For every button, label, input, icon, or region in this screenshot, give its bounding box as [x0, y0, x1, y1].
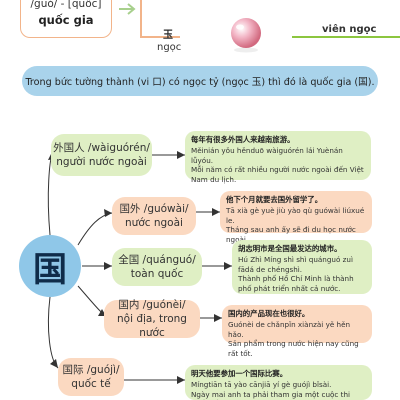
word-node: 外国人 /wàiguórén/ người nước ngoài [51, 134, 152, 176]
example-vietnamese: Sản phẩm trong nước hiện nay cũng rất tố… [228, 339, 359, 359]
divider [140, 0, 142, 36]
example-hanzi: 明天他要参加一个国际比赛。 [191, 369, 288, 378]
example-hanzi: 每年有很多外国人来越南旅游。 [191, 135, 295, 144]
mnemonic-banner: Trong bức tường thành (vi 口) có ngọc tỷ … [22, 66, 378, 96]
word-hanzi-pinyin: 国内 /guónèi/ [118, 298, 186, 311]
card-vietnamese: quốc gia [38, 13, 94, 27]
example-box: 每年有很多外国人来越南旅游。 Měinián yǒu hěnduō wàiguó… [185, 131, 371, 184]
character-card: /guó/ - [quốc] quốc gia [20, 0, 112, 38]
word-node: 国际 /guójì/ quốc tế [58, 358, 124, 396]
word-meaning: nội địa, trong nước [117, 312, 187, 340]
example-pinyin: Guónèi de chǎnpǐn xiànzài yě hěn hǎo. [228, 319, 351, 339]
word-node: 国内 /guónèi/ nội địa, trong nước [104, 298, 200, 340]
example-pinyin: Hú Zhì Míng shì shì quánguó zuì fādá de … [238, 254, 353, 274]
hub-character: 国 [19, 235, 81, 297]
pearl-label: viên ngọc [322, 24, 377, 35]
word-hanzi-pinyin: 全国 /quánguó/ [118, 253, 196, 266]
example-pinyin: Tā xià gè yuè jiù yào qù guówài liúxué l… [226, 205, 365, 225]
example-vietnamese: Ngày mai anh ta phải tham gia một cuộc t… [191, 389, 351, 400]
example-box: 胡志明市是全国最发达的城市。 Hú Zhì Míng shì shì quáng… [232, 240, 372, 294]
divider [140, 36, 180, 38]
example-vietnamese: Thành phố Hồ Chí Minh là thành phố phát … [238, 274, 354, 294]
component-meaning: ngọc [157, 42, 182, 53]
example-hanzi: 国内的产品现在也很好。 [228, 309, 310, 318]
card-pinyin: /guó/ - [quốc] [30, 0, 102, 10]
example-vietnamese: Tháng sau anh ấy sẽ đi du học nước ngoài… [226, 225, 356, 245]
arrow-right-icon [119, 3, 136, 15]
word-node: 全国 /quánguó/ toàn quốc [112, 248, 202, 286]
word-hanzi-pinyin: 外国人 /wàiguórén/ [53, 141, 150, 154]
example-hanzi: 胡志明市是全国最发达的城市。 [238, 244, 342, 253]
example-box: 国内的产品现在也很好。 Guónèi de chǎnpǐn xiànzài yě… [222, 305, 372, 358]
example-vietnamese: Mỗi năm có rất nhiều người nước ngoài đế… [191, 165, 364, 185]
word-hanzi-pinyin: 国外 /guówài/ [119, 202, 189, 215]
example-box: 明天他要参加一个国际比赛。 Míngtiān tā yào cānjiā yí … [185, 365, 372, 400]
word-meaning: người nước ngoài [56, 156, 147, 168]
word-meaning: toàn quốc [130, 268, 184, 280]
word-meaning: nước ngoài [125, 217, 183, 229]
word-node: 国外 /guówài/ nước ngoài [112, 197, 196, 235]
example-pinyin: Měinián yǒu hěnduō wàiguórén lái Yuènán … [191, 145, 343, 165]
example-pinyin: Míngtiān tā yào cānjiā yí gè guójì bǐsài… [191, 379, 332, 389]
divider [292, 36, 400, 38]
component-hanzi: 玉 [163, 30, 173, 41]
pearl-icon [231, 18, 261, 53]
word-hanzi-pinyin: 国际 /guójì/ [62, 363, 120, 376]
word-meaning: quốc tế [71, 378, 111, 390]
example-hanzi: 他下个月就要去国外留学了。 [226, 195, 323, 204]
example-box: 他下个月就要去国外留学了。 Tā xià gè yuè jiù yào qù g… [220, 191, 372, 244]
